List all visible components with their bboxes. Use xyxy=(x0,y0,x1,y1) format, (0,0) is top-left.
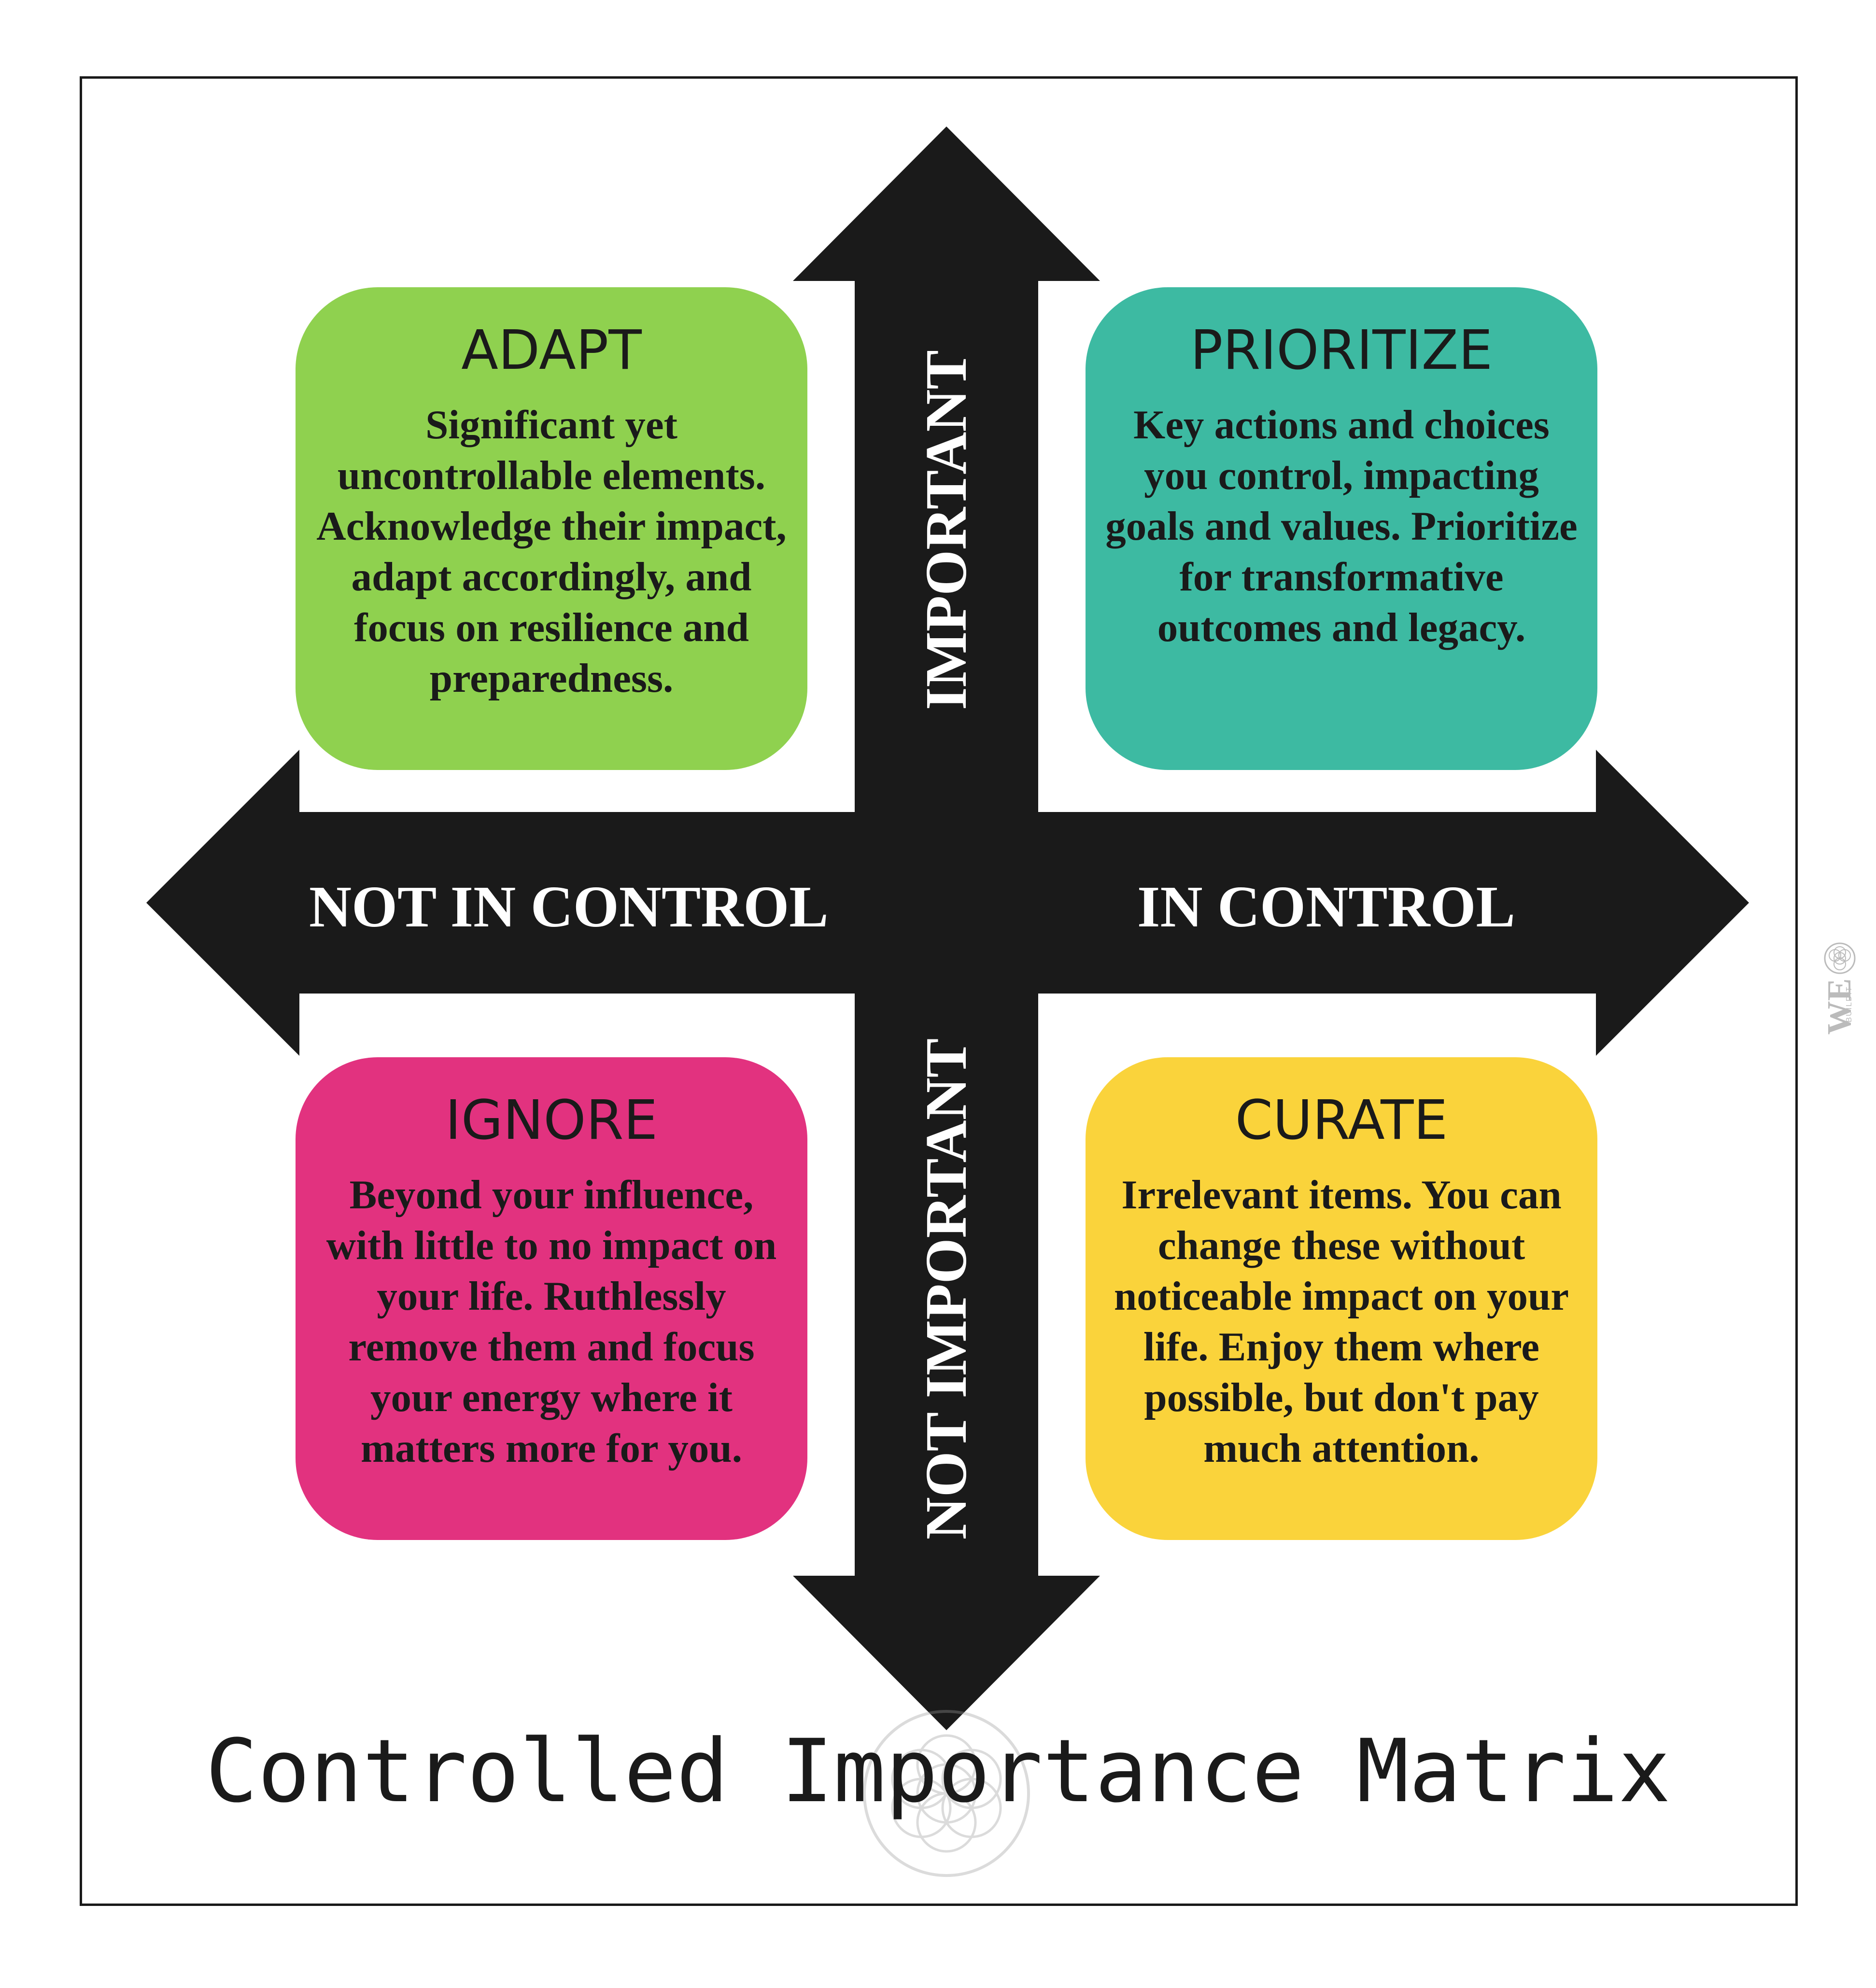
axis-label-important: IMPORTANT xyxy=(914,350,979,710)
page-title: Controlled Importance Matrix xyxy=(205,1721,1671,1822)
axis-label-not-important: NOT IMPORTANT xyxy=(914,1038,979,1540)
horizontal-double-arrow xyxy=(146,750,1749,1056)
quadrant-curate: CURATE Irrelevant items. You can change … xyxy=(1086,1057,1597,1540)
flower-of-life-watermark-icon xyxy=(863,1710,1030,1877)
quadrant-adapt: ADAPT Significant yet uncontrollable ele… xyxy=(296,287,807,770)
axis-label-in-control: IN CONTROL xyxy=(1137,874,1515,939)
quadrant-title: IGNORE xyxy=(445,1089,658,1152)
quadrant-prioritize: PRIORITIZE Key actions and choices you c… xyxy=(1086,287,1597,770)
axis-label-not-in-control: NOT IN CONTROL xyxy=(309,874,829,939)
quadrant-title: ADAPT xyxy=(461,319,642,382)
quadrant-ignore: IGNORE Beyond your influence, with littl… xyxy=(296,1057,807,1540)
quadrant-description: Key actions and choices you control, imp… xyxy=(1105,402,1578,651)
flower-logo-icon xyxy=(1824,942,1856,974)
quadrant-title: PRIORITIZE xyxy=(1190,319,1493,382)
quadrant-description: Irrelevant items. You can change these w… xyxy=(1114,1172,1569,1471)
quadrant-description: Significant yet uncontrollable elements.… xyxy=(316,402,787,701)
quadrant-title: CURATE xyxy=(1235,1089,1448,1152)
brand-logo: WE BUILDIT xyxy=(1816,941,1864,1057)
quadrant-description: Beyond your influence, with little to no… xyxy=(326,1172,777,1471)
logo-subtext: BUILDIT xyxy=(1845,986,1853,1022)
